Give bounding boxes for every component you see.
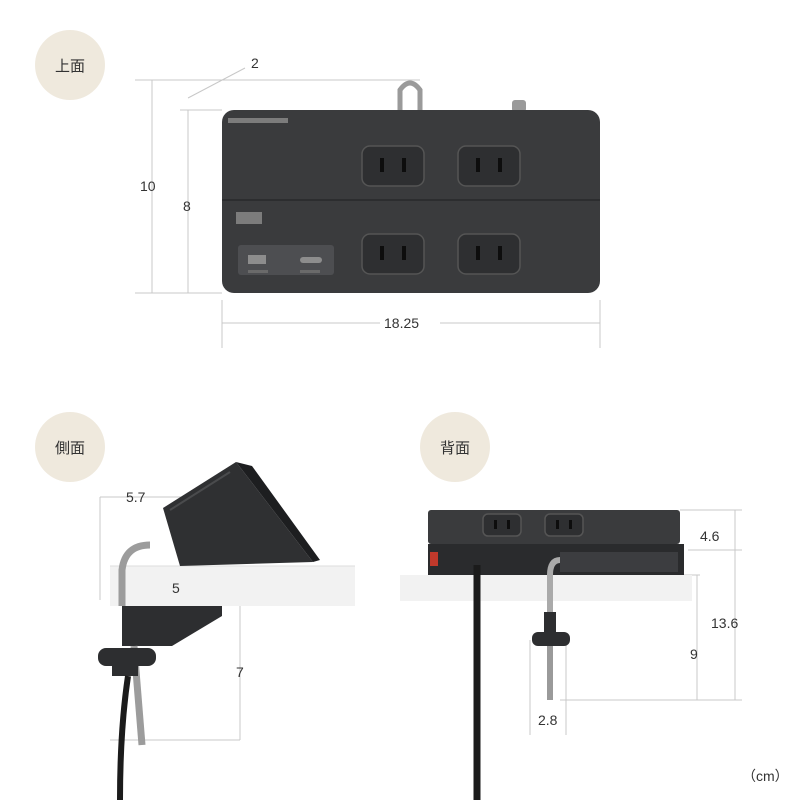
- top-total-height-label: 10: [140, 178, 156, 194]
- top-tab-label: 2: [251, 55, 259, 71]
- side-view-label: 側面: [54, 439, 85, 457]
- back-view-drawing: [400, 509, 742, 800]
- top-width-label: 18.25: [384, 315, 420, 331]
- side-view-badge: 側面: [35, 412, 105, 482]
- back-view-label: 背面: [439, 439, 470, 457]
- back-clamp-width-label: 2.8: [538, 712, 558, 728]
- side-depth-label: 5.7: [126, 489, 146, 505]
- top-view-badge: 上面: [35, 30, 105, 100]
- top-view-label: 上面: [54, 57, 85, 75]
- back-body-height-label: 4.6: [700, 528, 720, 544]
- back-clamp-height-label: 9: [690, 646, 698, 662]
- top-view-drawing: [135, 67, 601, 348]
- back-view-badge: 背面: [420, 412, 490, 482]
- top-inner-height-label: 8: [183, 198, 191, 214]
- back-total-height-label: 13.6: [711, 615, 739, 631]
- unit-label: （cm）: [742, 768, 789, 784]
- side-clamp-height-label: 7: [236, 664, 244, 680]
- side-desk-depth-label: 5: [172, 580, 180, 596]
- side-view-drawing: [98, 462, 355, 800]
